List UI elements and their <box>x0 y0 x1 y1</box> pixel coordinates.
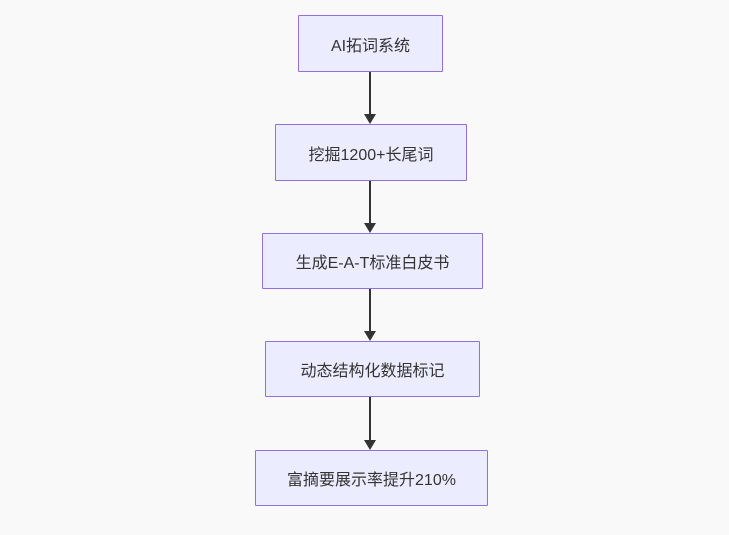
arrow-head-icon <box>364 331 376 341</box>
arrow-line <box>369 72 371 114</box>
arrow-head-icon <box>364 440 376 450</box>
node-label: 生成E-A-T标准白皮书 <box>295 255 450 272</box>
flowchart-edge-3 <box>364 289 376 341</box>
flowchart-node-mine-longtail-keywords: 挖掘1200+长尾词 <box>275 124 467 181</box>
flowchart-node-dynamic-structured-data-markup: 动态结构化数据标记 <box>265 341 480 397</box>
arrow-line <box>369 397 371 440</box>
arrow-line <box>369 181 371 223</box>
arrow-line <box>369 289 371 331</box>
arrow-head-icon <box>364 114 376 124</box>
flowchart-node-rich-snippet-rate-increase: 富摘要展示率提升210% <box>255 450 488 506</box>
node-label: 动态结构化数据标记 <box>300 363 445 380</box>
node-label: 挖掘1200+长尾词 <box>308 146 434 164</box>
flowchart-edge-2 <box>364 181 376 233</box>
node-label: AI拓词系统 <box>330 37 411 55</box>
flowchart-node-generate-eat-whitepaper: 生成E-A-T标准白皮书 <box>262 233 483 289</box>
flowchart-node-ai-word-expansion-system: AI拓词系统 <box>298 15 443 72</box>
flowchart-edge-1 <box>364 72 376 124</box>
arrow-head-icon <box>364 223 376 233</box>
node-label: 富摘要展示率提升210% <box>287 472 456 489</box>
flowchart-edge-4 <box>364 397 376 450</box>
